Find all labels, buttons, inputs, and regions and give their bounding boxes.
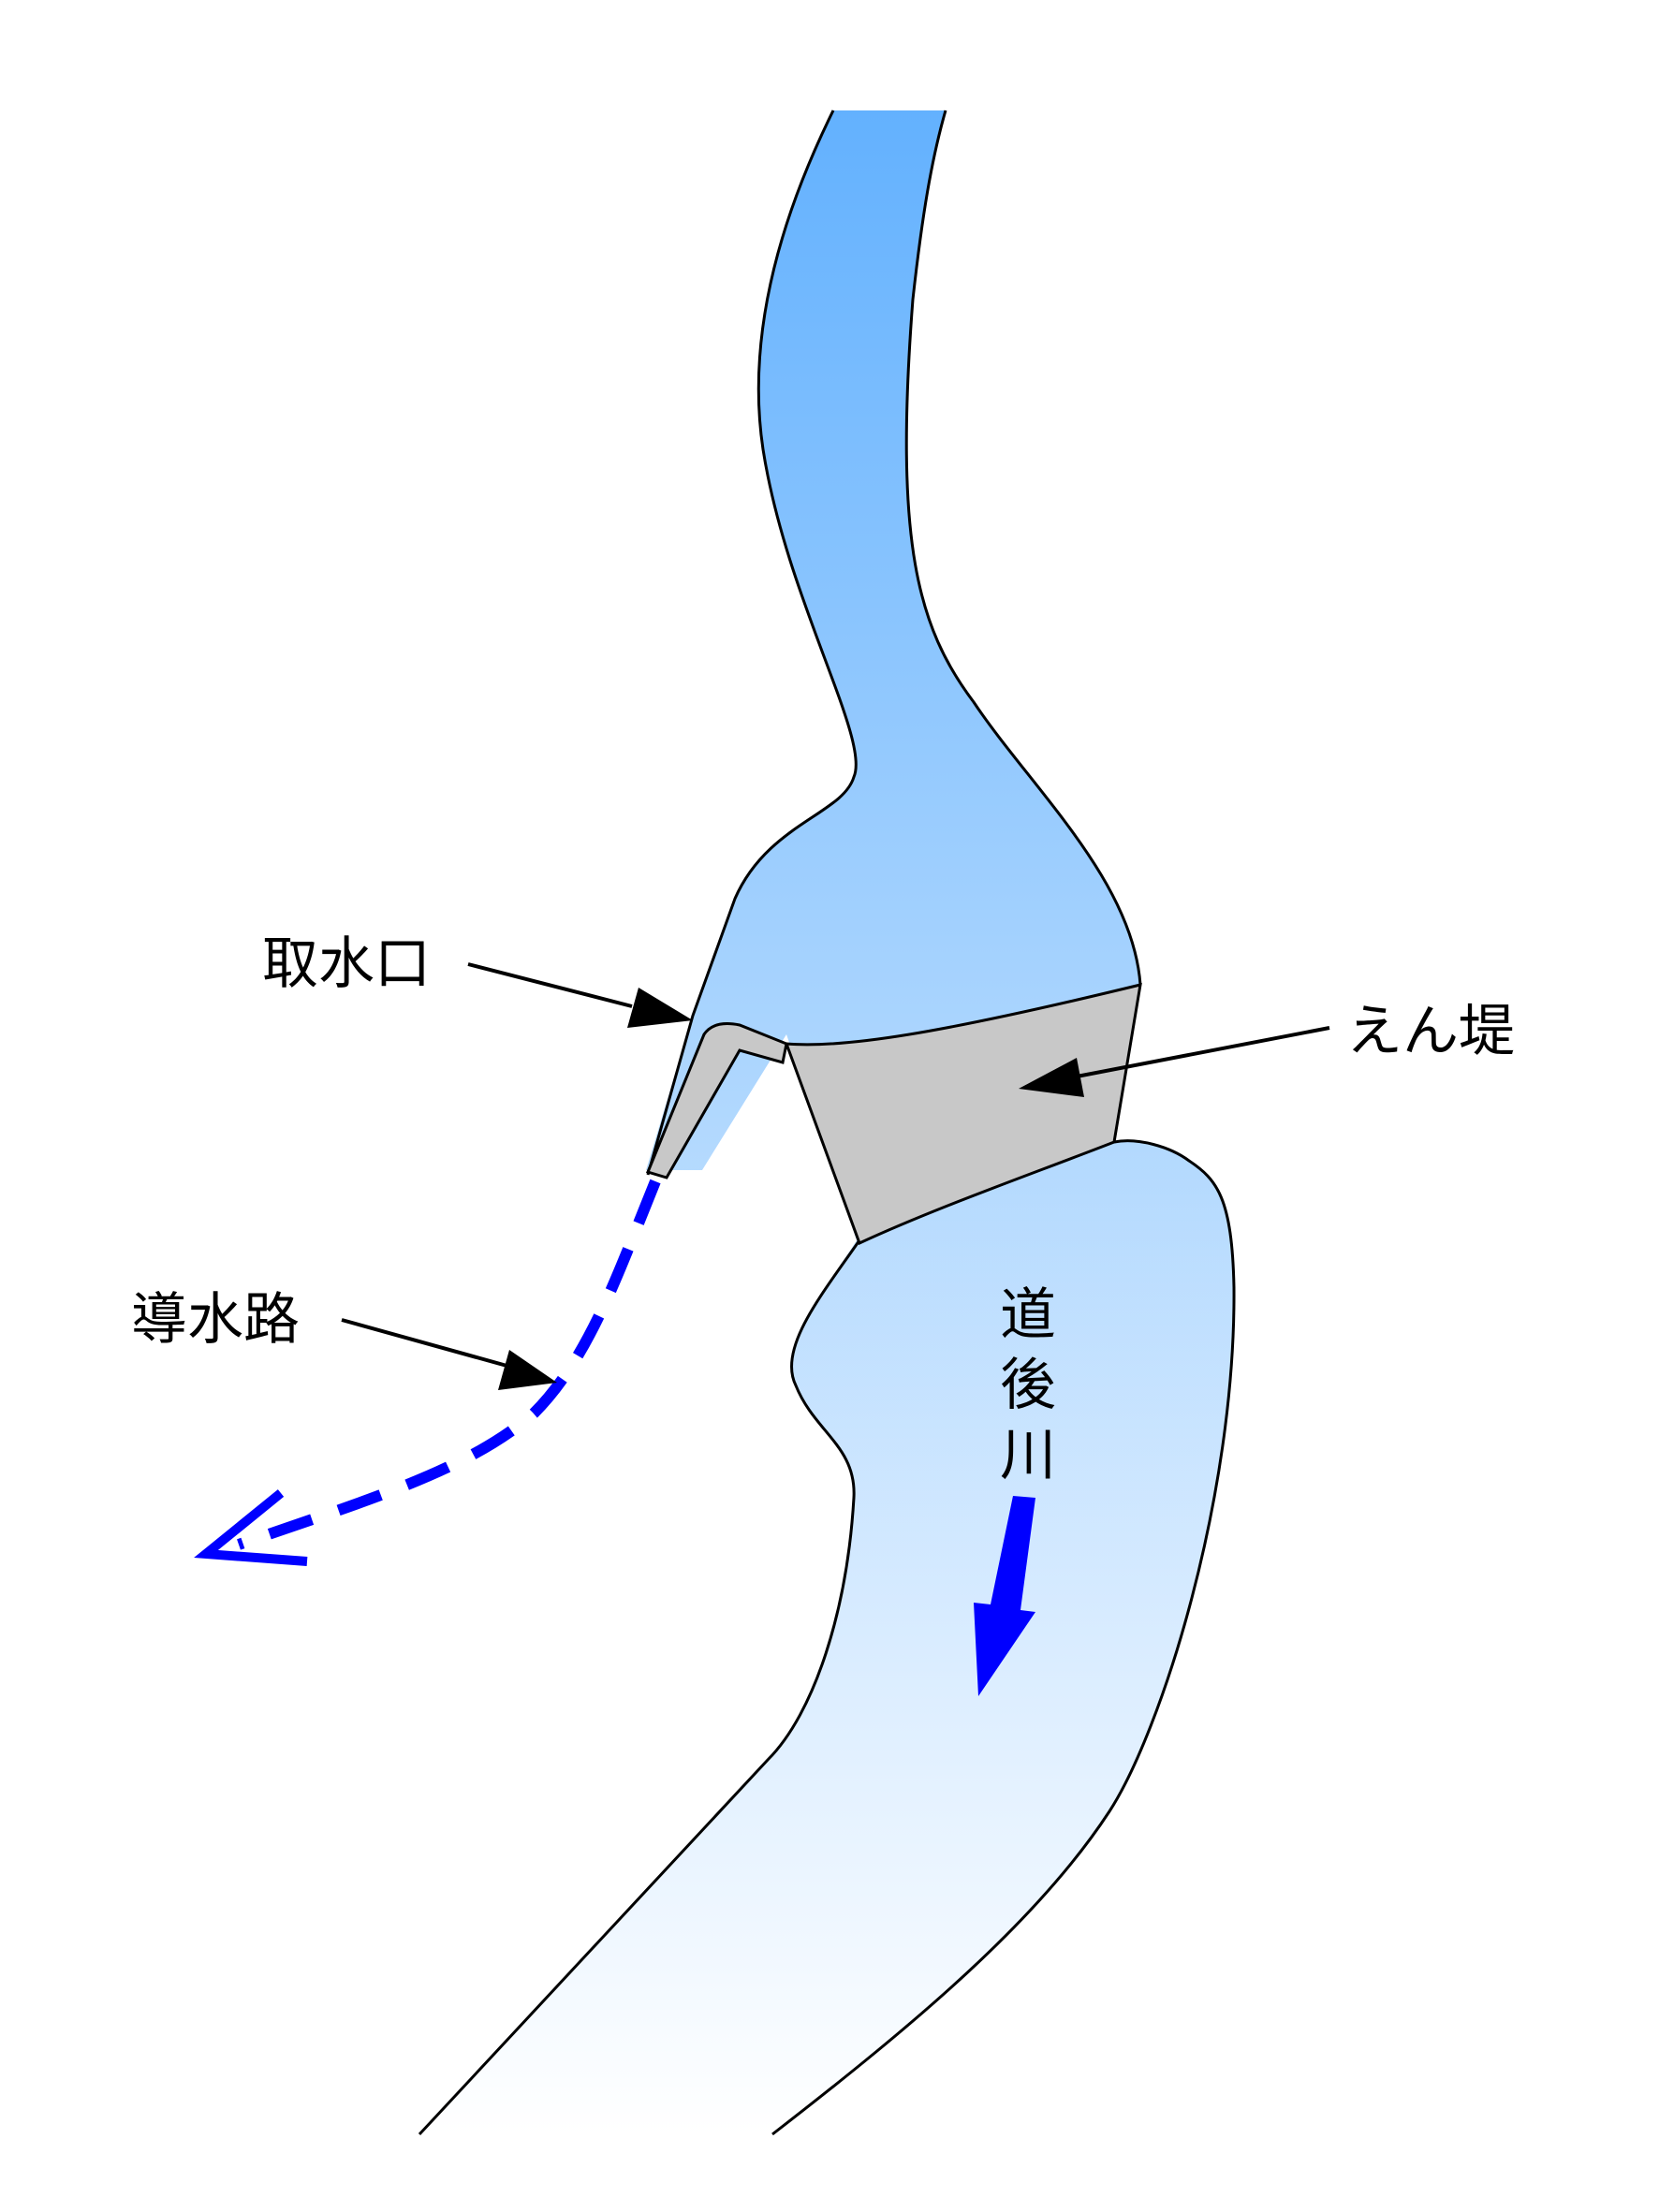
headrace-label: 導水路	[131, 1287, 300, 1353]
river-right-bank-upper	[904, 110, 1142, 986]
weir-label: えん堤	[1346, 999, 1515, 1064]
intake-leader-arrowhead	[627, 988, 693, 1028]
headrace-leader-arrowhead	[498, 1350, 557, 1390]
weir-leader-line	[1076, 1026, 1330, 1078]
river-name-char-2: 後	[1000, 1353, 1056, 1418]
river-right-bank-lower	[771, 1139, 1236, 2136]
intake-structure	[645, 1022, 788, 1179]
river-flow-arrow	[974, 1496, 1035, 1696]
intake-label: 取水口	[262, 931, 431, 997]
weir-leader-arrowhead	[1019, 1058, 1084, 1097]
river-left-bank-lower	[418, 1239, 861, 2136]
headrace-arrowhead	[194, 1489, 308, 1566]
river-name-char-1: 道	[1000, 1282, 1056, 1348]
intake-leader-line	[467, 962, 633, 1008]
river-name-char-3: 川	[1000, 1423, 1056, 1488]
weir-body	[784, 983, 1142, 1246]
river-left-bank-upper	[646, 110, 858, 1176]
headrace-flow-line	[237, 1179, 661, 1550]
headrace-leader-line	[341, 1318, 511, 1369]
